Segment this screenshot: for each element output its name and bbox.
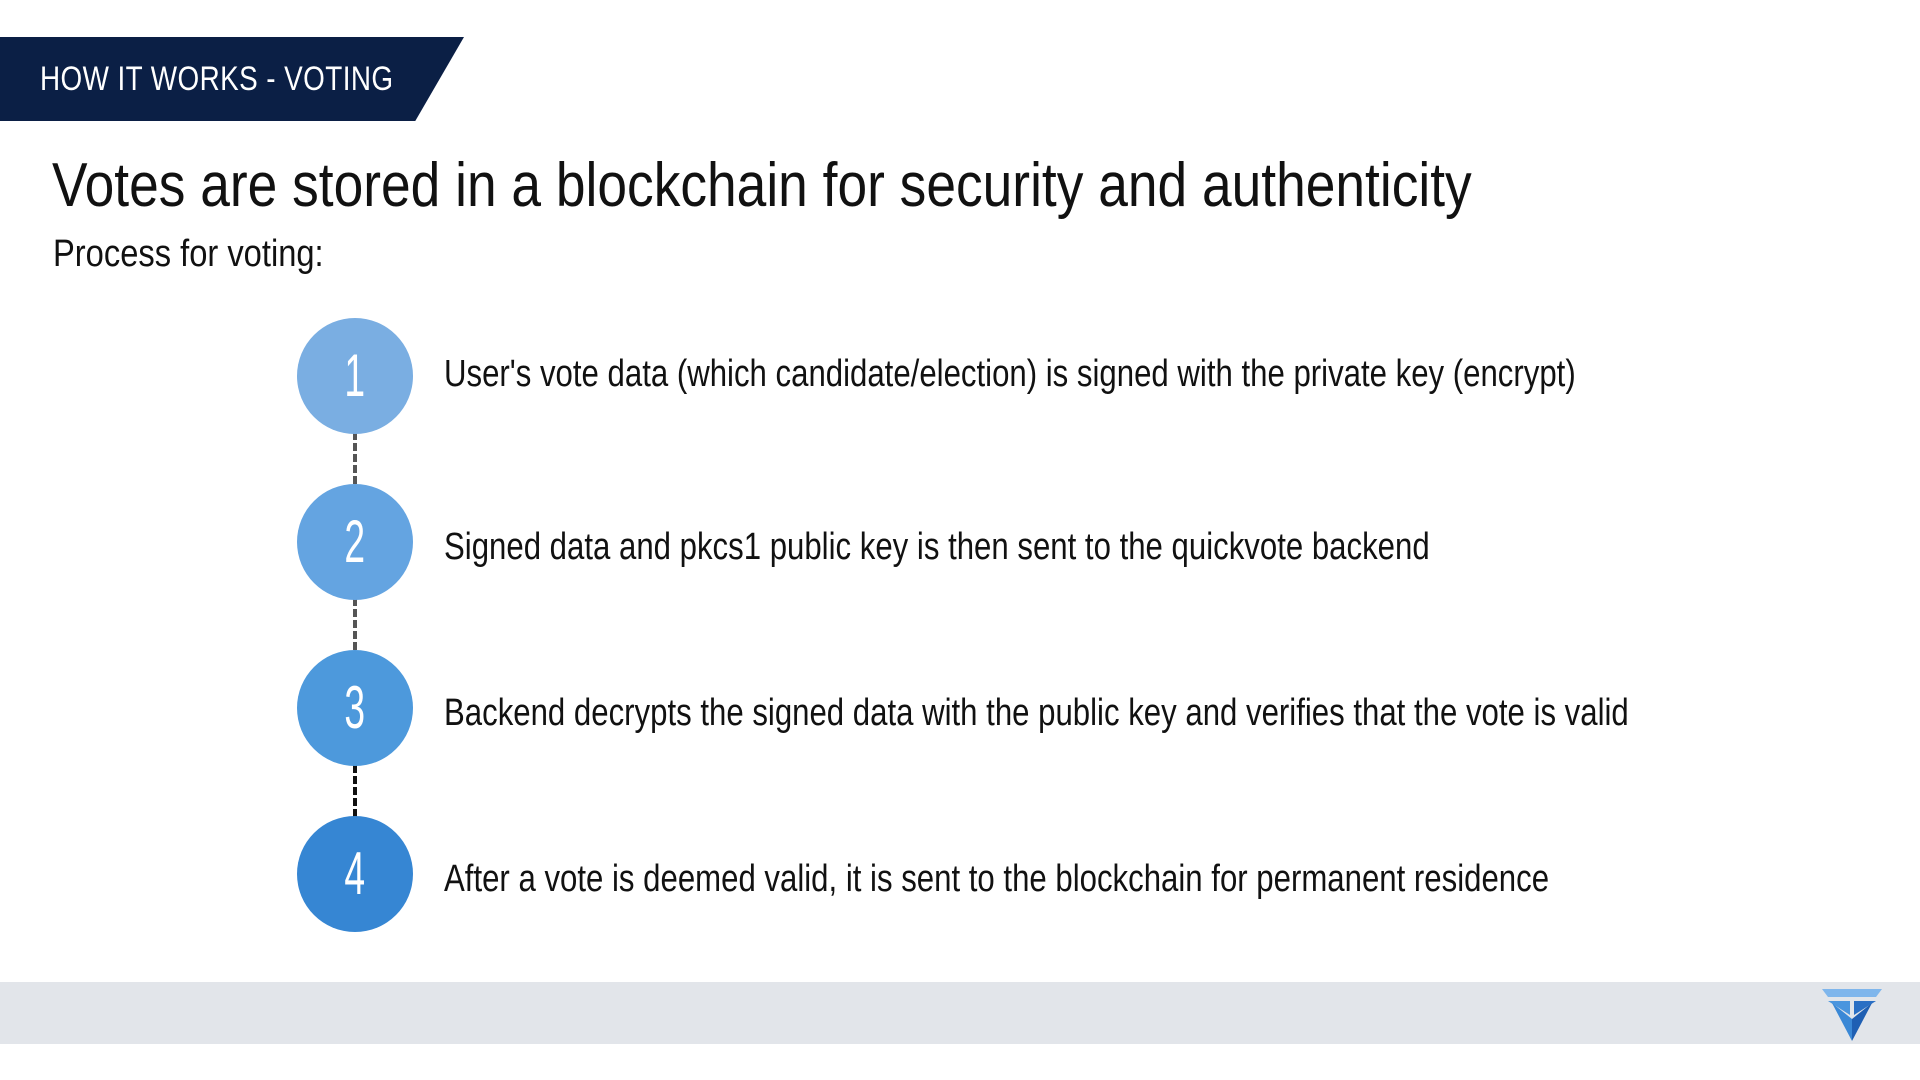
step-1-text: User's vote data (which candidate/electi… [444,353,1576,395]
section-label: HOW IT WORKS - VOTING [40,60,394,98]
step-1-circle: 1 [297,318,413,434]
slide-subtitle: Process for voting: [53,233,324,275]
section-banner: HOW IT WORKS - VOTING [0,37,464,121]
step-2-number: 2 [344,508,366,575]
step-3-circle: 3 [297,650,413,766]
footer-band [0,982,1920,1044]
step-2-circle: 2 [297,484,413,600]
step-1-number: 1 [344,342,366,409]
quickvote-logo-icon [1822,989,1882,1041]
slide-title: Votes are stored in a blockchain for sec… [52,151,1472,220]
step-2-text: Signed data and pkcs1 public key is then… [444,526,1430,568]
step-4-circle: 4 [297,816,413,932]
step-connector [353,598,357,650]
step-connector [353,432,357,484]
step-connector [353,765,357,817]
step-4-number: 4 [344,840,366,907]
step-3-text: Backend decrypts the signed data with th… [444,692,1629,734]
step-4-text: After a vote is deemed valid, it is sent… [444,858,1550,900]
step-3-number: 3 [344,674,366,741]
